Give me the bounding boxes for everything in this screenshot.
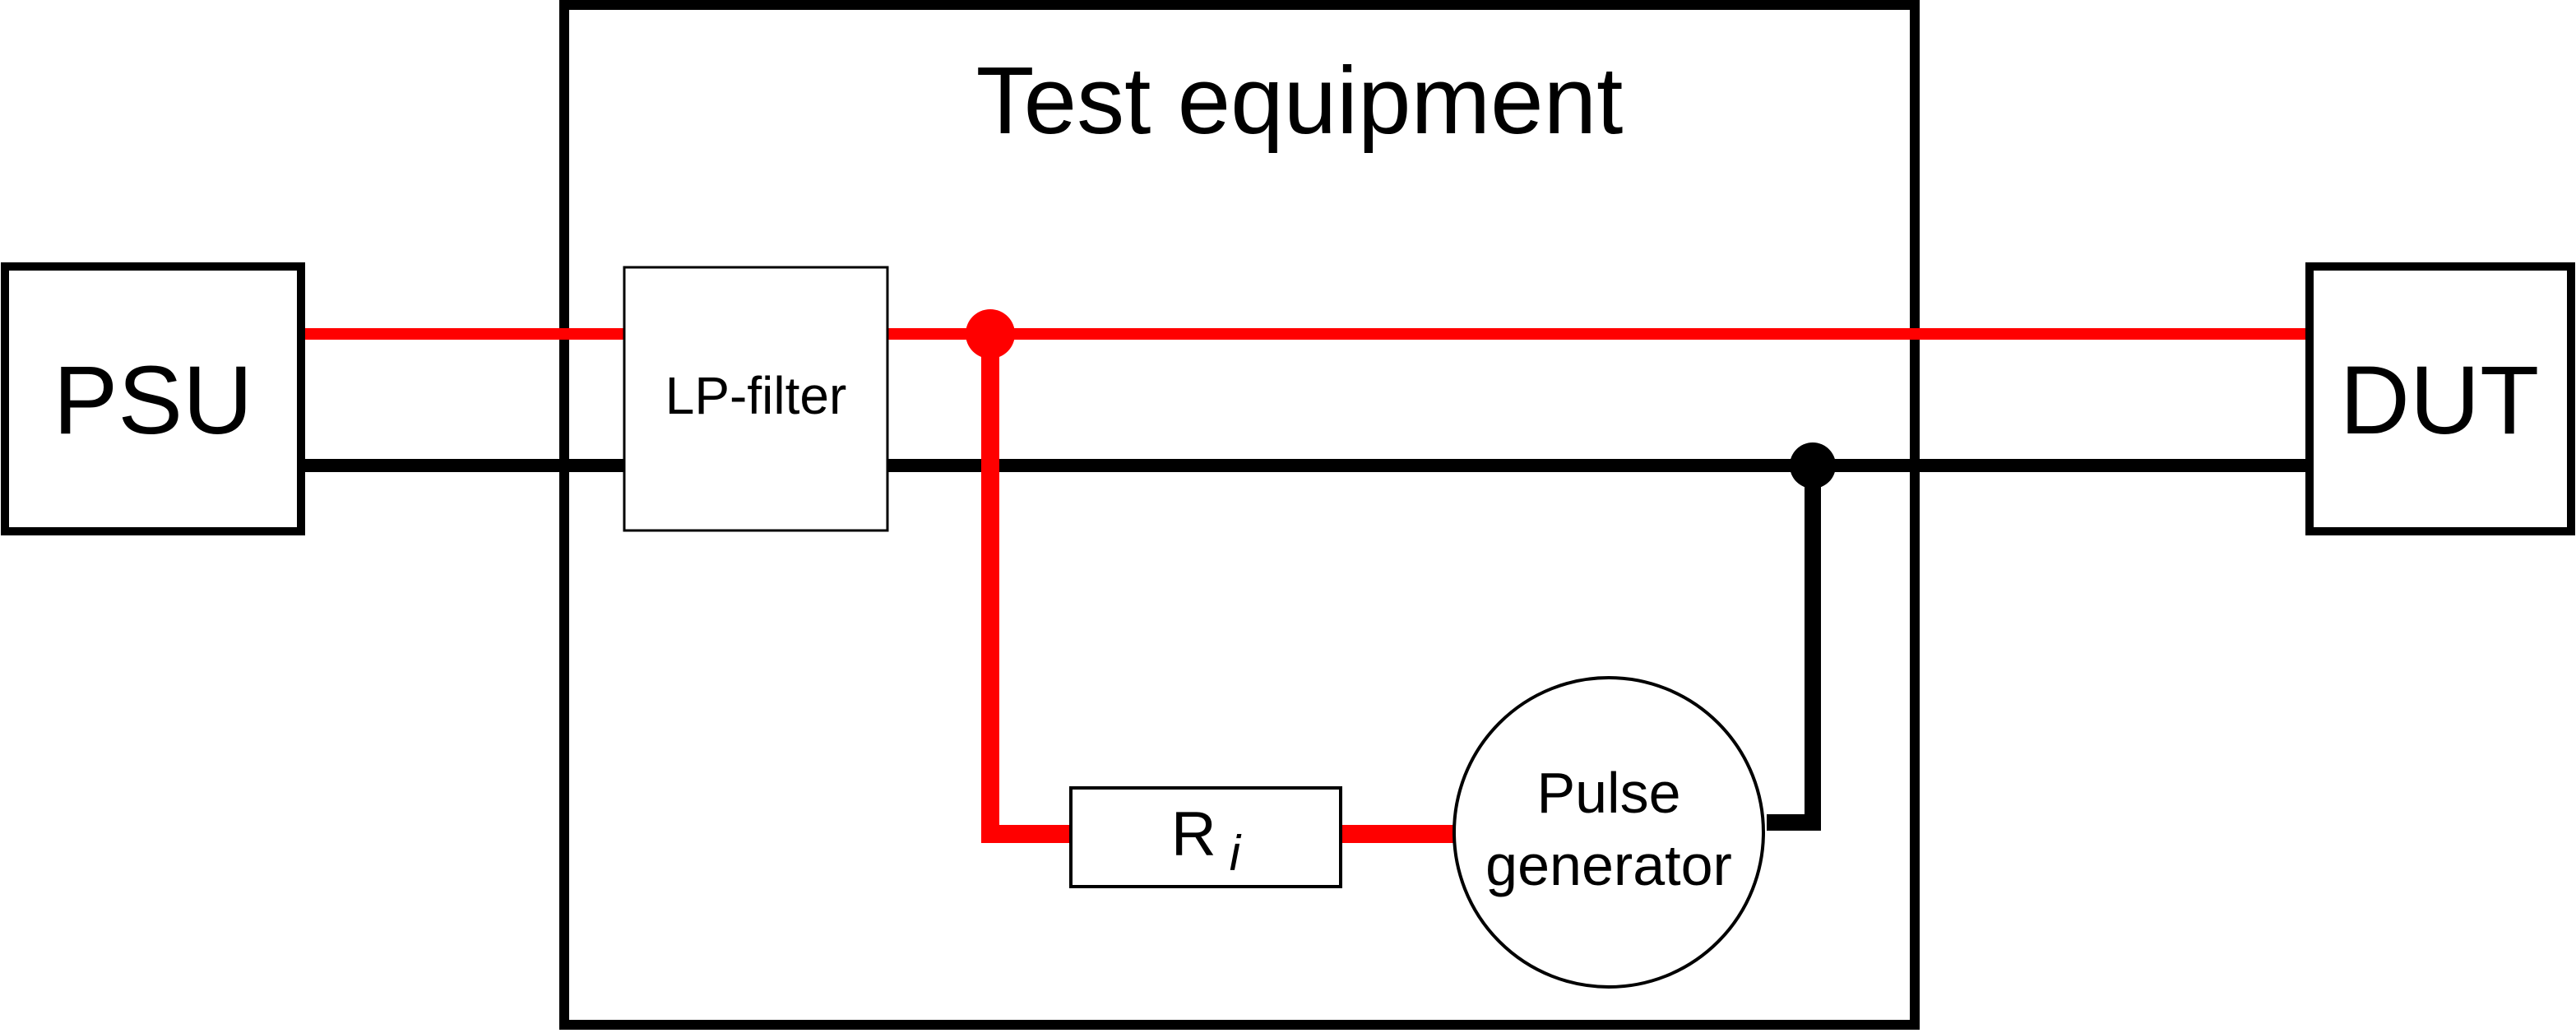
dut-block: DUT: [2305, 262, 2575, 535]
pulse-generator-block: Pulse generator: [1452, 676, 1765, 989]
lp-filter-label: LP-filter: [665, 366, 847, 425]
pulse-generator-circle: [1452, 676, 1765, 989]
resistor-box: [1069, 786, 1342, 888]
positive-junction-node: [966, 309, 1015, 359]
test-equipment-title: Test equipment: [976, 47, 1624, 154]
positive-branch-line: [981, 334, 1073, 843]
ground-branch-line: [1767, 466, 1821, 831]
dut-box: [2305, 262, 2575, 535]
dut-label: DUT: [2340, 346, 2540, 455]
lp-filter-block: LP-filter: [623, 266, 889, 532]
pulse-generator-label-line1: Pulse: [1536, 761, 1680, 825]
psu-label: PSU: [53, 346, 253, 455]
resistor-label-main: R: [1171, 799, 1216, 869]
ground-junction-node: [1790, 442, 1836, 489]
psu-box: [1, 262, 305, 535]
psu-block: PSU: [1, 262, 305, 535]
resistor-label-subscript: i: [1230, 826, 1242, 881]
pulse-generator-label-line2: generator: [1485, 833, 1732, 897]
test-equipment-box: [559, 0, 1920, 1030]
lp-filter-box: [623, 266, 889, 532]
